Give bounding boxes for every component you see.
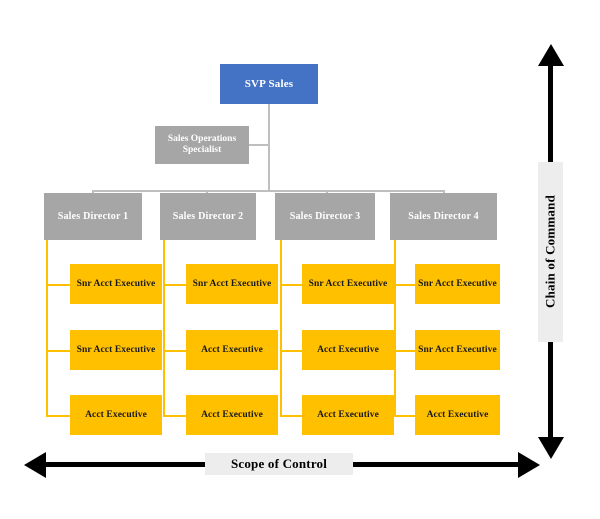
node-sales-director-1[interactable]: Sales Director 1	[44, 193, 142, 240]
node-sales-operations-specialist[interactable]: Sales Operations Specialist	[155, 126, 249, 164]
node-svp-sales[interactable]: SVP Sales	[220, 64, 318, 104]
connector-drop-director-2	[206, 190, 208, 194]
node-sales-director-4[interactable]: Sales Director 4	[390, 193, 497, 240]
node-executive-col4-row1[interactable]: Snr Acct Executive	[415, 264, 500, 304]
connector-branch-col4-row3	[394, 415, 415, 417]
connector-drop-director-4	[443, 190, 445, 194]
connector-drop-director-3	[326, 190, 328, 194]
connector-branch-col2-row3	[163, 415, 186, 417]
node-executive-col2-row3[interactable]: Acct Executive	[186, 395, 278, 435]
connector-branch-col1-row1	[46, 284, 70, 286]
scope-of-control-arrow-left-icon	[24, 452, 46, 478]
connector-branch-col3-row2	[280, 350, 302, 352]
connector-svp-stem	[268, 104, 270, 190]
node-executive-col4-row2[interactable]: Snr Acct Executive	[415, 330, 500, 370]
node-executive-col2-row2[interactable]: Acct Executive	[186, 330, 278, 370]
node-executive-col2-row1[interactable]: Snr Acct Executive	[186, 264, 278, 304]
scope-of-control-label: Scope of Control	[205, 453, 353, 475]
connector-trunk-column-3	[280, 240, 282, 416]
node-executive-col3-row3[interactable]: Acct Executive	[302, 395, 394, 435]
connector-drop-director-1	[92, 190, 94, 194]
connector-staff-elbow	[249, 144, 269, 146]
connector-branch-col3-row1	[280, 284, 302, 286]
connector-trunk-column-1	[46, 240, 48, 416]
connector-branch-col1-row2	[46, 350, 70, 352]
chain-of-command-arrow-up-icon	[538, 44, 564, 66]
connector-branch-col4-row1	[394, 284, 415, 286]
connector-branch-col4-row2	[394, 350, 415, 352]
node-sales-director-2[interactable]: Sales Director 2	[160, 193, 256, 240]
connector-branch-col1-row3	[46, 415, 70, 417]
chain-of-command-label: Chain of Command	[538, 162, 563, 342]
connector-trunk-column-2	[163, 240, 165, 416]
connector-director-bus	[92, 190, 444, 192]
node-executive-col1-row2[interactable]: Snr Acct Executive	[70, 330, 162, 370]
scope-of-control-arrow-right-icon	[518, 452, 540, 478]
chain-of-command-arrow-down-icon	[538, 437, 564, 459]
node-executive-col3-row2[interactable]: Acct Executive	[302, 330, 394, 370]
node-executive-col4-row3[interactable]: Acct Executive	[415, 395, 500, 435]
node-executive-col1-row1[interactable]: Snr Acct Executive	[70, 264, 162, 304]
node-sales-director-3[interactable]: Sales Director 3	[275, 193, 375, 240]
connector-branch-col2-row2	[163, 350, 186, 352]
node-executive-col3-row1[interactable]: Snr Acct Executive	[302, 264, 394, 304]
node-executive-col1-row3[interactable]: Acct Executive	[70, 395, 162, 435]
connector-trunk-column-4	[394, 240, 396, 416]
connector-branch-col2-row1	[163, 284, 186, 286]
connector-branch-col3-row3	[280, 415, 302, 417]
